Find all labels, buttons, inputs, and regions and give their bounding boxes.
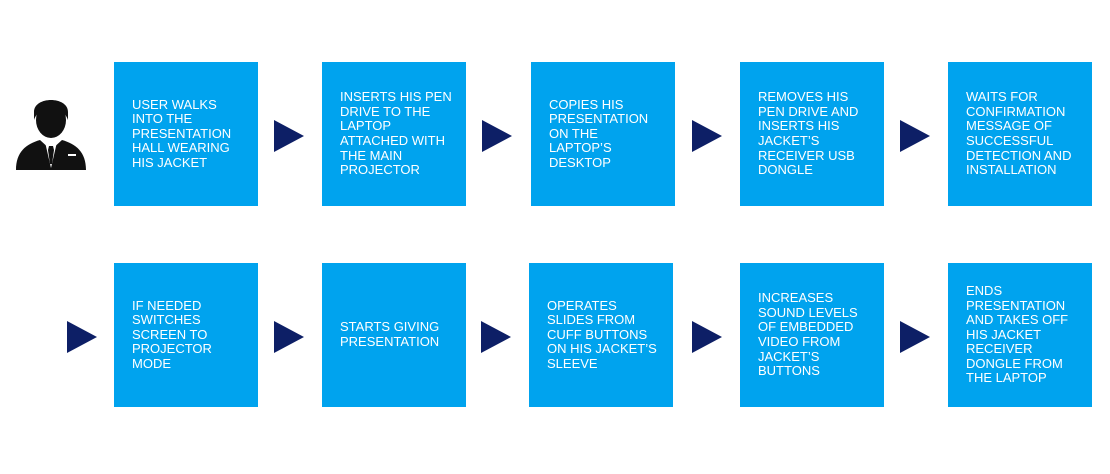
step-3-box: COPIES HIS PRESENTATION ON THE LAPTOP’S … [531,62,675,206]
arrow-right-icon [274,120,304,152]
step-1-box: USER WALKS INTO THE PRESENTATION HALL WE… [114,62,258,206]
arrow-right-icon [900,120,930,152]
step-5-text: WAITS FOR CONFIRMATION MESSAGE OF SUCCES… [966,89,1072,178]
step-6-text: IF NEEDED SWITCHES SCREEN TO PROJECTOR M… [132,297,212,371]
step-9-text: INCREASES SOUND LEVELS OF EMBEDDED VIDEO… [758,290,858,379]
arrow-right-icon [482,120,512,152]
step-9-box: INCREASES SOUND LEVELS OF EMBEDDED VIDEO… [740,263,884,407]
step-8-box: OPERATES SLIDES FROM CUFF BUTTONS ON HIS… [529,263,673,407]
step-10-box: ENDS PRESENTATION AND TAKES OFF HIS JACK… [948,263,1092,407]
businessman-user-icon [16,100,86,170]
step-10-text: ENDS PRESENTATION AND TAKES OFF HIS JACK… [966,282,1069,386]
step-4-text: REMOVES HIS PEN DRIVE AND INSERTS HIS JA… [758,89,859,178]
arrow-right-icon [900,321,930,353]
step-6-box: IF NEEDED SWITCHES SCREEN TO PROJECTOR M… [114,263,258,407]
arrow-right-icon [481,321,511,353]
step-2-box: INSERTS HIS PEN DRIVE TO THE LAPTOP ATTA… [322,62,466,206]
step-1-text: USER WALKS INTO THE PRESENTATION HALL WE… [132,96,232,170]
arrow-right-icon [274,321,304,353]
arrow-right-icon [692,120,722,152]
step-5-box: WAITS FOR CONFIRMATION MESSAGE OF SUCCES… [948,62,1092,206]
arrow-right-icon [692,321,722,353]
step-8-text: OPERATES SLIDES FROM CUFF BUTTONS ON HIS… [547,297,657,371]
step-7-text: STARTS GIVING PRESENTATION [340,319,440,349]
step-7-box: STARTS GIVING PRESENTATION [322,263,466,407]
step-2-text: INSERTS HIS PEN DRIVE TO THE LAPTOP ATTA… [340,89,452,178]
arrow-right-icon [67,321,97,353]
step-4-box: REMOVES HIS PEN DRIVE AND INSERTS HIS JA… [740,62,884,206]
step-3-text: COPIES HIS PRESENTATION ON THE LAPTOP’S … [549,96,649,170]
